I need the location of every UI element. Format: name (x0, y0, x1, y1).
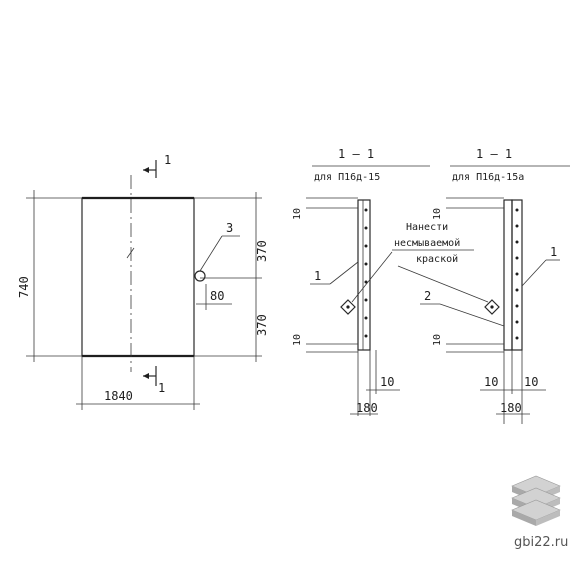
callout-3: 3 (226, 221, 233, 235)
arrow-head-icon (143, 167, 149, 173)
axis-break-mark (126, 247, 135, 259)
watermark-site: gbi22.ru (514, 535, 569, 550)
note-line-2: несмываемой (394, 237, 460, 249)
note-line-3: краской (416, 253, 458, 265)
dim-height-740: 740 (17, 276, 31, 298)
leader-line-1a (329, 261, 359, 285)
section-b-rebar (515, 208, 519, 340)
section-b-slab-right (511, 199, 523, 351)
section-marker-top-label: 1 (164, 153, 171, 167)
panel-outline (81, 197, 195, 357)
note-leader-a (351, 251, 393, 303)
lifting-loop-icon (194, 270, 206, 282)
stacked-slabs-icon (511, 475, 561, 526)
note-block: Нанести несмываемой краской (351, 222, 489, 303)
section-a: 1 — 1 для П16д-15 10 10 1 (292, 147, 430, 416)
dim-ten-a: 10 (380, 375, 394, 389)
dim-ten-bottom-a: 10 (292, 334, 303, 346)
plan-view: 1 1 740 1840 370 370 3 80 (17, 153, 269, 410)
dim-ten-b-left: 10 (484, 375, 498, 389)
section-a-subtitle: для П16д-15 (314, 172, 380, 183)
leader-line-3 (199, 235, 223, 272)
dim-offset-80: 80 (210, 289, 224, 303)
leader-line-2 (439, 303, 505, 327)
section-b-subtitle: для П16д-15а (452, 172, 524, 183)
section-a-slab (357, 199, 371, 351)
dim-ten-bottom-b: 10 (432, 334, 443, 346)
callout-1a: 1 (314, 269, 321, 283)
dim-180-a: 180 (356, 401, 378, 415)
marking-diamond-icon (340, 299, 356, 315)
marking-dot (490, 305, 494, 309)
marking-dot (346, 305, 350, 309)
dim-ten-b-right: 10 (524, 375, 538, 389)
note-leader-b (397, 265, 489, 303)
section-marker-bottom-label: 1 (158, 381, 165, 395)
section-b-slab-left (503, 199, 513, 351)
dim-ten-top-a: 10 (292, 208, 303, 220)
section-a-title: 1 — 1 (338, 147, 374, 161)
marking-diamond-icon (484, 299, 500, 315)
section-b-title: 1 — 1 (476, 147, 512, 161)
note-line-1: Нанести (406, 222, 448, 233)
callout-2: 2 (424, 289, 431, 303)
dim-lower-370: 370 (255, 314, 269, 336)
section-a-rebar (364, 208, 368, 338)
section-b: 1 — 1 для П16д-15а 10 10 1 2 (420, 147, 570, 424)
dim-ten-top-b: 10 (432, 208, 443, 220)
callout-1b: 1 (550, 245, 557, 259)
dim-width-1840: 1840 (104, 389, 133, 403)
leader-line-1b (521, 259, 547, 287)
dim-upper-370: 370 (255, 240, 269, 262)
dim-180-b: 180 (500, 401, 522, 415)
arrow-head-icon (143, 373, 149, 379)
